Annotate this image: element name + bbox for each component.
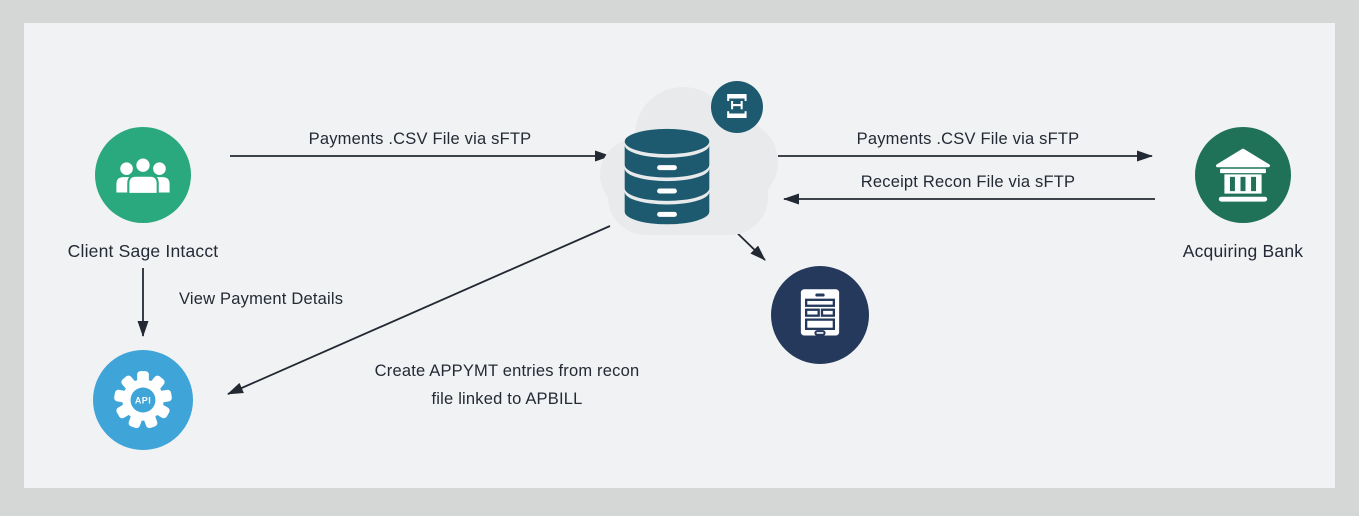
edge-label-hub-to-api-line1: Create APPYMT entries from recon <box>374 362 640 380</box>
payment-form-icon <box>800 289 840 336</box>
edge-label-hub-to-bank: Payments .CSV File via sFTP <box>856 130 1080 148</box>
database-icon <box>624 128 710 225</box>
api-gear-icon: API <box>114 371 172 429</box>
data-exchange-icon: Ξ <box>711 81 763 133</box>
people-group-icon <box>116 156 170 195</box>
edge-label-client-to-hub: Payments .CSV File via sFTP <box>308 130 532 148</box>
data-exchange-glyph: Ξ <box>725 86 749 126</box>
edge-label-hub-to-api: Create APPYMT entries from recon file li… <box>357 358 657 413</box>
api-label: API <box>135 395 151 405</box>
bank-icon <box>1216 148 1270 202</box>
edge-label-bank-to-hub: Receipt Recon File via sFTP <box>860 173 1076 191</box>
api-node: API <box>93 350 193 450</box>
client-node <box>95 127 191 223</box>
acquiring-bank-node <box>1195 127 1291 223</box>
edge-label-hub-to-api-line2: file linked to APBILL <box>431 389 583 408</box>
payment-form-node <box>771 266 869 364</box>
client-node-label: Client Sage Intacct <box>67 241 219 261</box>
acquiring-bank-label: Acquiring Bank <box>1182 241 1304 261</box>
edge-label-client-to-api: View Payment Details <box>179 290 344 308</box>
